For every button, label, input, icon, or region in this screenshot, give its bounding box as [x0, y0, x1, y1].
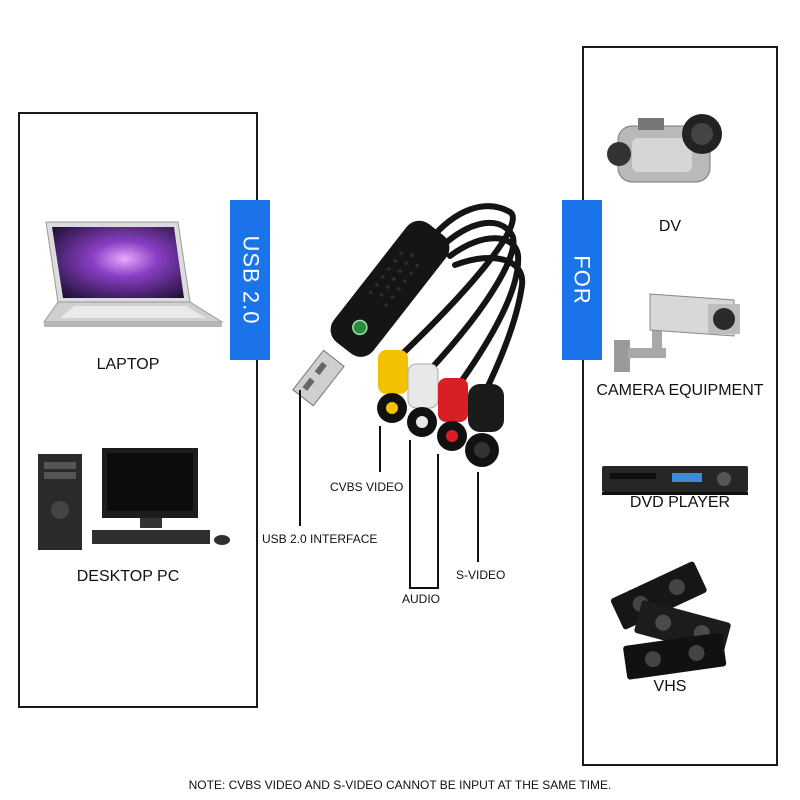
security-camera-icon — [614, 293, 740, 372]
usb-tag: USB 2.0 — [230, 200, 270, 360]
desktop-pc-icon — [38, 448, 230, 550]
rca-white — [407, 363, 439, 437]
laptop-icon — [43, 221, 224, 327]
cvbs-video-label: CVBS VIDEO — [330, 480, 404, 494]
camcorder-icon — [607, 114, 722, 183]
audio-pointer — [409, 440, 439, 589]
usb-interface-label: USB 2.0 INTERFACE — [262, 532, 378, 546]
dv-label: DV — [658, 218, 682, 235]
laptop-label: LAPTOP — [96, 356, 160, 373]
rca-red — [437, 378, 468, 451]
footnote: NOTE: CVBS VIDEO AND S-VIDEO CANNOT BE I… — [188, 778, 612, 792]
cable-2 — [425, 219, 517, 375]
cable-1 — [395, 203, 516, 361]
for-tag-label: FOR — [570, 255, 596, 305]
camera-equipment-label: CAMERA EQUIPMENT — [596, 382, 764, 399]
dongle-body — [330, 220, 450, 357]
dvd-player-icon — [602, 466, 748, 495]
usb-plug — [292, 349, 345, 407]
usb-tag-label: USB 2.0 — [238, 235, 263, 325]
cable-3 — [447, 235, 522, 389]
audio-label: AUDIO — [402, 592, 441, 606]
vhs-label: VHS — [653, 678, 687, 695]
svideo-plug — [465, 384, 504, 467]
s-video-label: S-VIDEO — [456, 568, 506, 582]
vhs-tapes-icon — [610, 561, 731, 680]
desktop-pc-label: DESKTOP PC — [76, 568, 180, 585]
cable-4 — [452, 254, 526, 389]
dvd-player-label: DVD PLAYER — [629, 494, 731, 511]
capture-device-diagram — [292, 203, 526, 589]
for-tag: FOR — [562, 200, 602, 360]
left-panel — [18, 112, 258, 708]
rca-yellow — [377, 350, 408, 423]
